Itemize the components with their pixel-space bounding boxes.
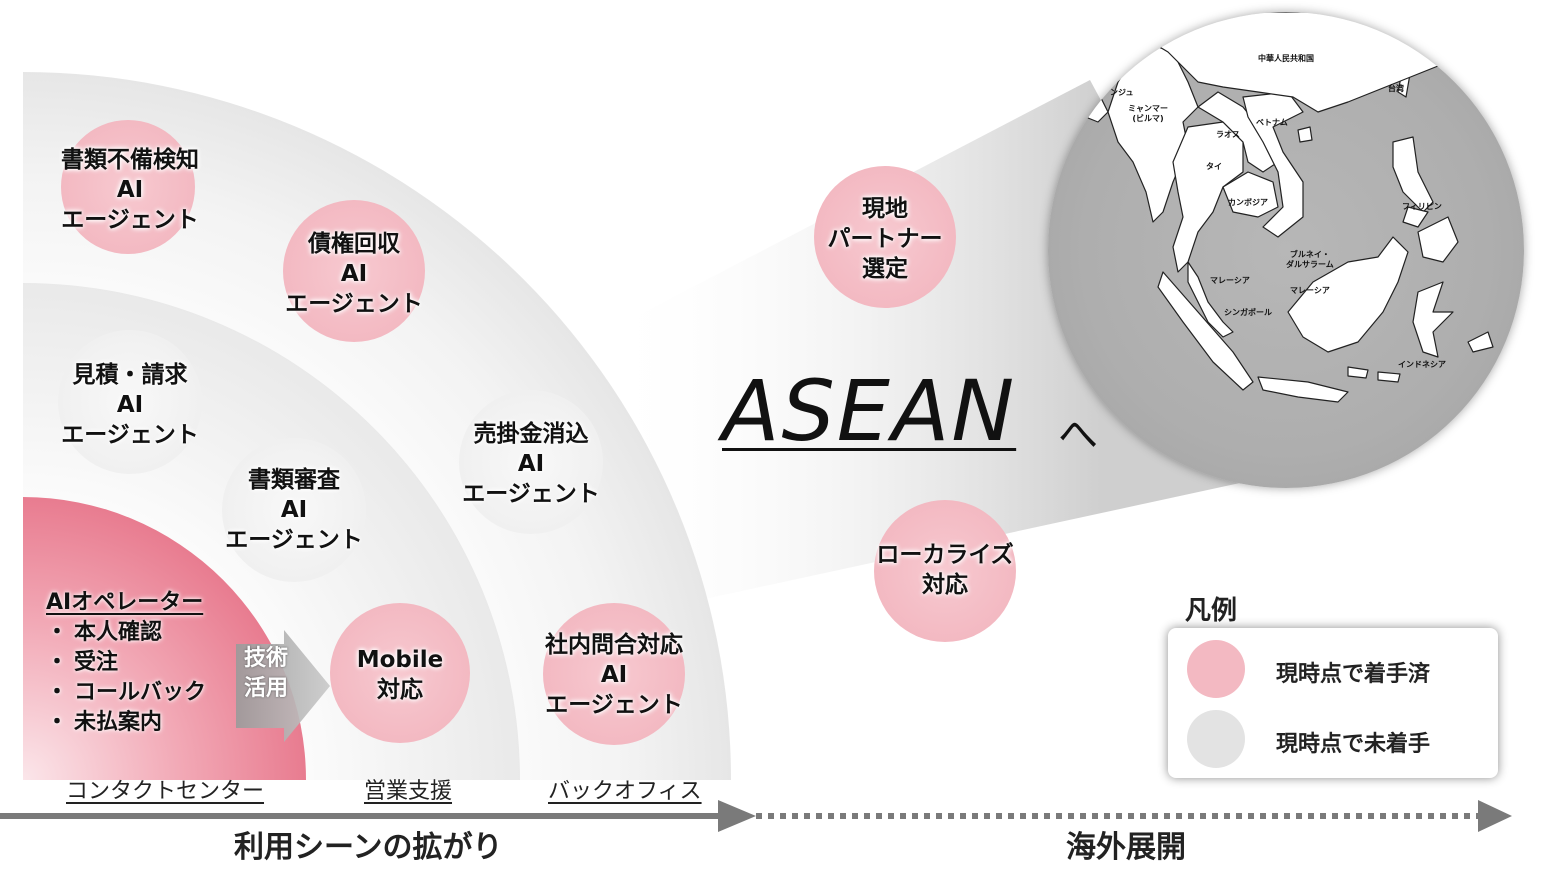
label-mobile: Mobile 対応 — [356, 647, 444, 703]
list-item: 本人確認 — [46, 618, 206, 648]
map-label-malaysia-east: マレーシア — [1290, 286, 1330, 295]
map-label-taiwan: 台湾 — [1388, 84, 1404, 93]
bubble-mitsumori — [58, 330, 202, 474]
bubble-saiken — [283, 200, 425, 342]
axis-label-overseas: 海外展開 — [1066, 830, 1186, 865]
legend-label-todo: 現時点で未着手 — [1276, 732, 1431, 757]
map-label-brunei: ブルネイ・ ダルサラーム — [1286, 250, 1334, 269]
bubble-mobile — [330, 603, 470, 743]
asean-headline: ASEAN — [722, 362, 1017, 460]
label-partner: 現地 パートナー 選定 — [827, 196, 943, 282]
label-shanai: 社内問合対応 AI エージェント — [545, 632, 683, 718]
legend-dot-todo — [1187, 710, 1245, 768]
label-localize: ローカライズ 対応 — [876, 542, 1014, 598]
label-saiken: 債権回収 AI エージェント — [285, 231, 423, 317]
map-malaysia-west — [1187, 261, 1234, 338]
ai-operator-heading: AIオペレーター — [46, 590, 204, 615]
map-philippines-luzon — [1392, 136, 1434, 213]
axis-label-usage: 利用シーンの拡がり — [234, 830, 503, 865]
bubble-shorui-shinsa — [222, 438, 366, 582]
map-hainan — [1297, 126, 1313, 143]
usage-arrow-head — [718, 800, 756, 832]
legend-box: 現時点で着手済 現時点で未着手 — [1168, 628, 1498, 778]
asean-map — [1048, 12, 1524, 403]
bubble-partner — [814, 166, 956, 308]
map-label-indonesia: インドネシア — [1398, 360, 1446, 369]
map-vietnam — [1242, 91, 1304, 238]
map-label-cambodia: カンボジア — [1228, 198, 1268, 207]
bubble-urikake — [459, 390, 603, 534]
map-label-vietnam: ベトナム — [1256, 118, 1288, 127]
ai-operator-block: AIオペレーター 本人確認 受注 コールバック 未払案内 — [46, 588, 206, 738]
label-shorui-shinsa: 書類審査 AI エージェント — [225, 467, 363, 553]
map-label-india: ンジュ — [1110, 88, 1134, 97]
stage-contact-center: コンタクトセンター — [66, 779, 265, 804]
map-sumatra — [1157, 271, 1254, 391]
map-label-philippines: フィリピン — [1402, 202, 1442, 211]
asean-suffix: へ — [1058, 412, 1098, 458]
map-label-myanmar: ミャンマー (ビルマ) — [1128, 104, 1168, 123]
map-label-laos: ラオス — [1216, 130, 1240, 139]
map-borneo — [1287, 236, 1409, 353]
tech-usage-label: 技術 活用 — [244, 646, 289, 701]
map-philippines-mindanao — [1417, 216, 1459, 263]
map-sulawesi — [1412, 281, 1454, 358]
legend-title: 凡例 — [1185, 596, 1238, 626]
map-label-china: 中華人民共和国 — [1258, 54, 1314, 63]
map-laos — [1197, 91, 1279, 173]
map-philippines-visayas — [1402, 206, 1429, 228]
asean-map-globe: 中華人民共和国 ンジュ ミャンマー (ビルマ) ラオス ベトナム タイ カンボジ… — [1048, 12, 1524, 488]
list-item: 受注 — [46, 648, 206, 678]
label-shorui-fubi: 書類不備検知 AI エージェント — [61, 147, 199, 233]
bubble-shanai — [543, 603, 685, 745]
map-thailand — [1172, 121, 1244, 273]
label-mitsumori: 見積・請求 AI エージェント — [61, 362, 199, 448]
stage-sales-support: 営業支援 — [364, 779, 453, 804]
legend-dot-done — [1187, 640, 1245, 698]
label-urikake: 売掛金消込 AI エージェント — [462, 421, 600, 507]
map-label-malaysia-west: マレーシア — [1210, 276, 1250, 285]
stage-back-office: バックオフィス — [548, 779, 702, 804]
map-cambodia — [1222, 171, 1279, 218]
list-item: コールバック — [46, 678, 206, 708]
bubble-shorui-fubi — [61, 120, 195, 254]
tech-arrow — [236, 630, 330, 742]
map-label-thailand: タイ — [1206, 162, 1222, 171]
overseas-arrow-head — [1478, 800, 1512, 832]
list-item: 未払案内 — [46, 708, 206, 738]
map-java — [1257, 376, 1349, 403]
ai-operator-list: 本人確認 受注 コールバック 未払案内 — [46, 618, 206, 738]
legend-label-done: 現時点で着手済 — [1276, 662, 1431, 687]
map-label-singapore: シンガポール — [1224, 308, 1272, 317]
bubble-localize — [874, 500, 1016, 642]
